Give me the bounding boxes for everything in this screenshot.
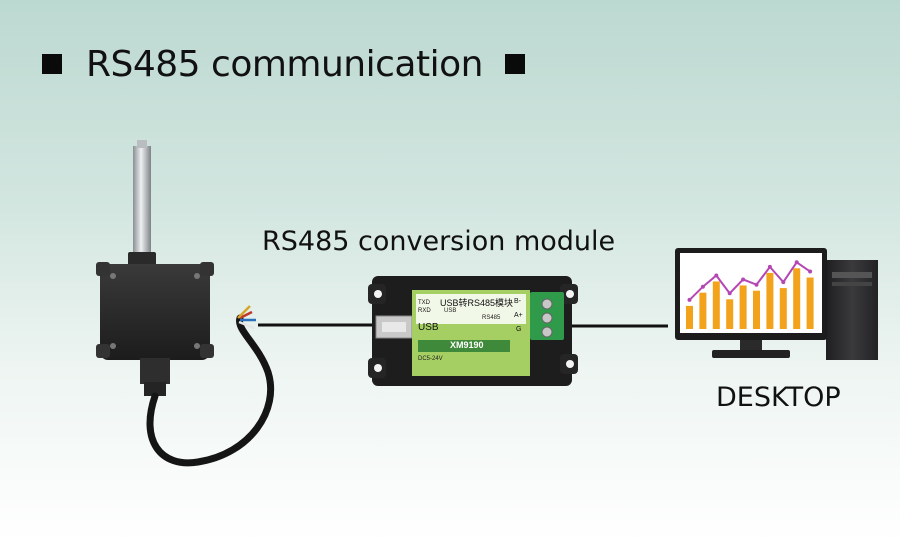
sensor-probe (133, 146, 151, 268)
screen-chart-point (754, 282, 759, 287)
screen-chart-point (808, 269, 813, 274)
screen-chart-bar (712, 281, 720, 329)
converter-module (368, 276, 578, 386)
screen-chart-bar (793, 268, 801, 329)
module-usb-text: USB (418, 322, 439, 333)
screen-chart-bar (699, 292, 707, 329)
module-usb-small-text: USB (444, 308, 457, 314)
page-title: RS485 communication (86, 43, 483, 85)
sensor-cable (146, 314, 275, 467)
sensor-enclosure (100, 264, 210, 360)
terminal-a-label: A+ (514, 312, 523, 319)
conversion-module-label: RS485 conversion module (262, 226, 616, 257)
screen-chart-point (727, 291, 732, 296)
monitor-stand (712, 350, 790, 358)
screen-chart-point (714, 273, 719, 278)
title-bullet-left-icon (42, 54, 62, 74)
module-txd-text: TXD (418, 300, 430, 306)
screen-chart-bar (779, 288, 787, 329)
screen-chart-point (687, 297, 692, 302)
module-header-text: USB转RS485模块 (440, 298, 514, 308)
screen-chart-point (794, 260, 799, 265)
screen-chart-trend-line (688, 260, 811, 301)
module-model-text: XM9190 (450, 340, 484, 350)
screen-chart-bar (686, 305, 693, 329)
screen-chart-point (781, 280, 786, 285)
screen-chart-bar (766, 272, 774, 329)
module-rs485-text: RS485 (482, 315, 501, 321)
screen-chart-point (700, 284, 705, 289)
screen-chart-bar (726, 299, 734, 329)
terminal-g-label: G (516, 326, 522, 333)
module-power-text: DC5-24V (418, 356, 443, 362)
screen-chart (686, 260, 814, 329)
screen-chart-bar (739, 285, 747, 329)
terminal-b-label: B- (514, 298, 521, 305)
desktop-label: DESKTOP (716, 382, 841, 413)
screen-chart-point (741, 277, 746, 282)
screen-chart-bar (806, 277, 814, 329)
desktop-computer (675, 248, 878, 360)
cable-gland (140, 358, 170, 384)
sensor-device (96, 140, 275, 467)
title-row: RS485 communication (42, 38, 525, 90)
title-bullet-right-icon (504, 54, 525, 74)
screen-chart-point (767, 264, 772, 269)
screen-chart-bar (753, 290, 760, 329)
module-rxd-text: RXD (418, 308, 431, 314)
